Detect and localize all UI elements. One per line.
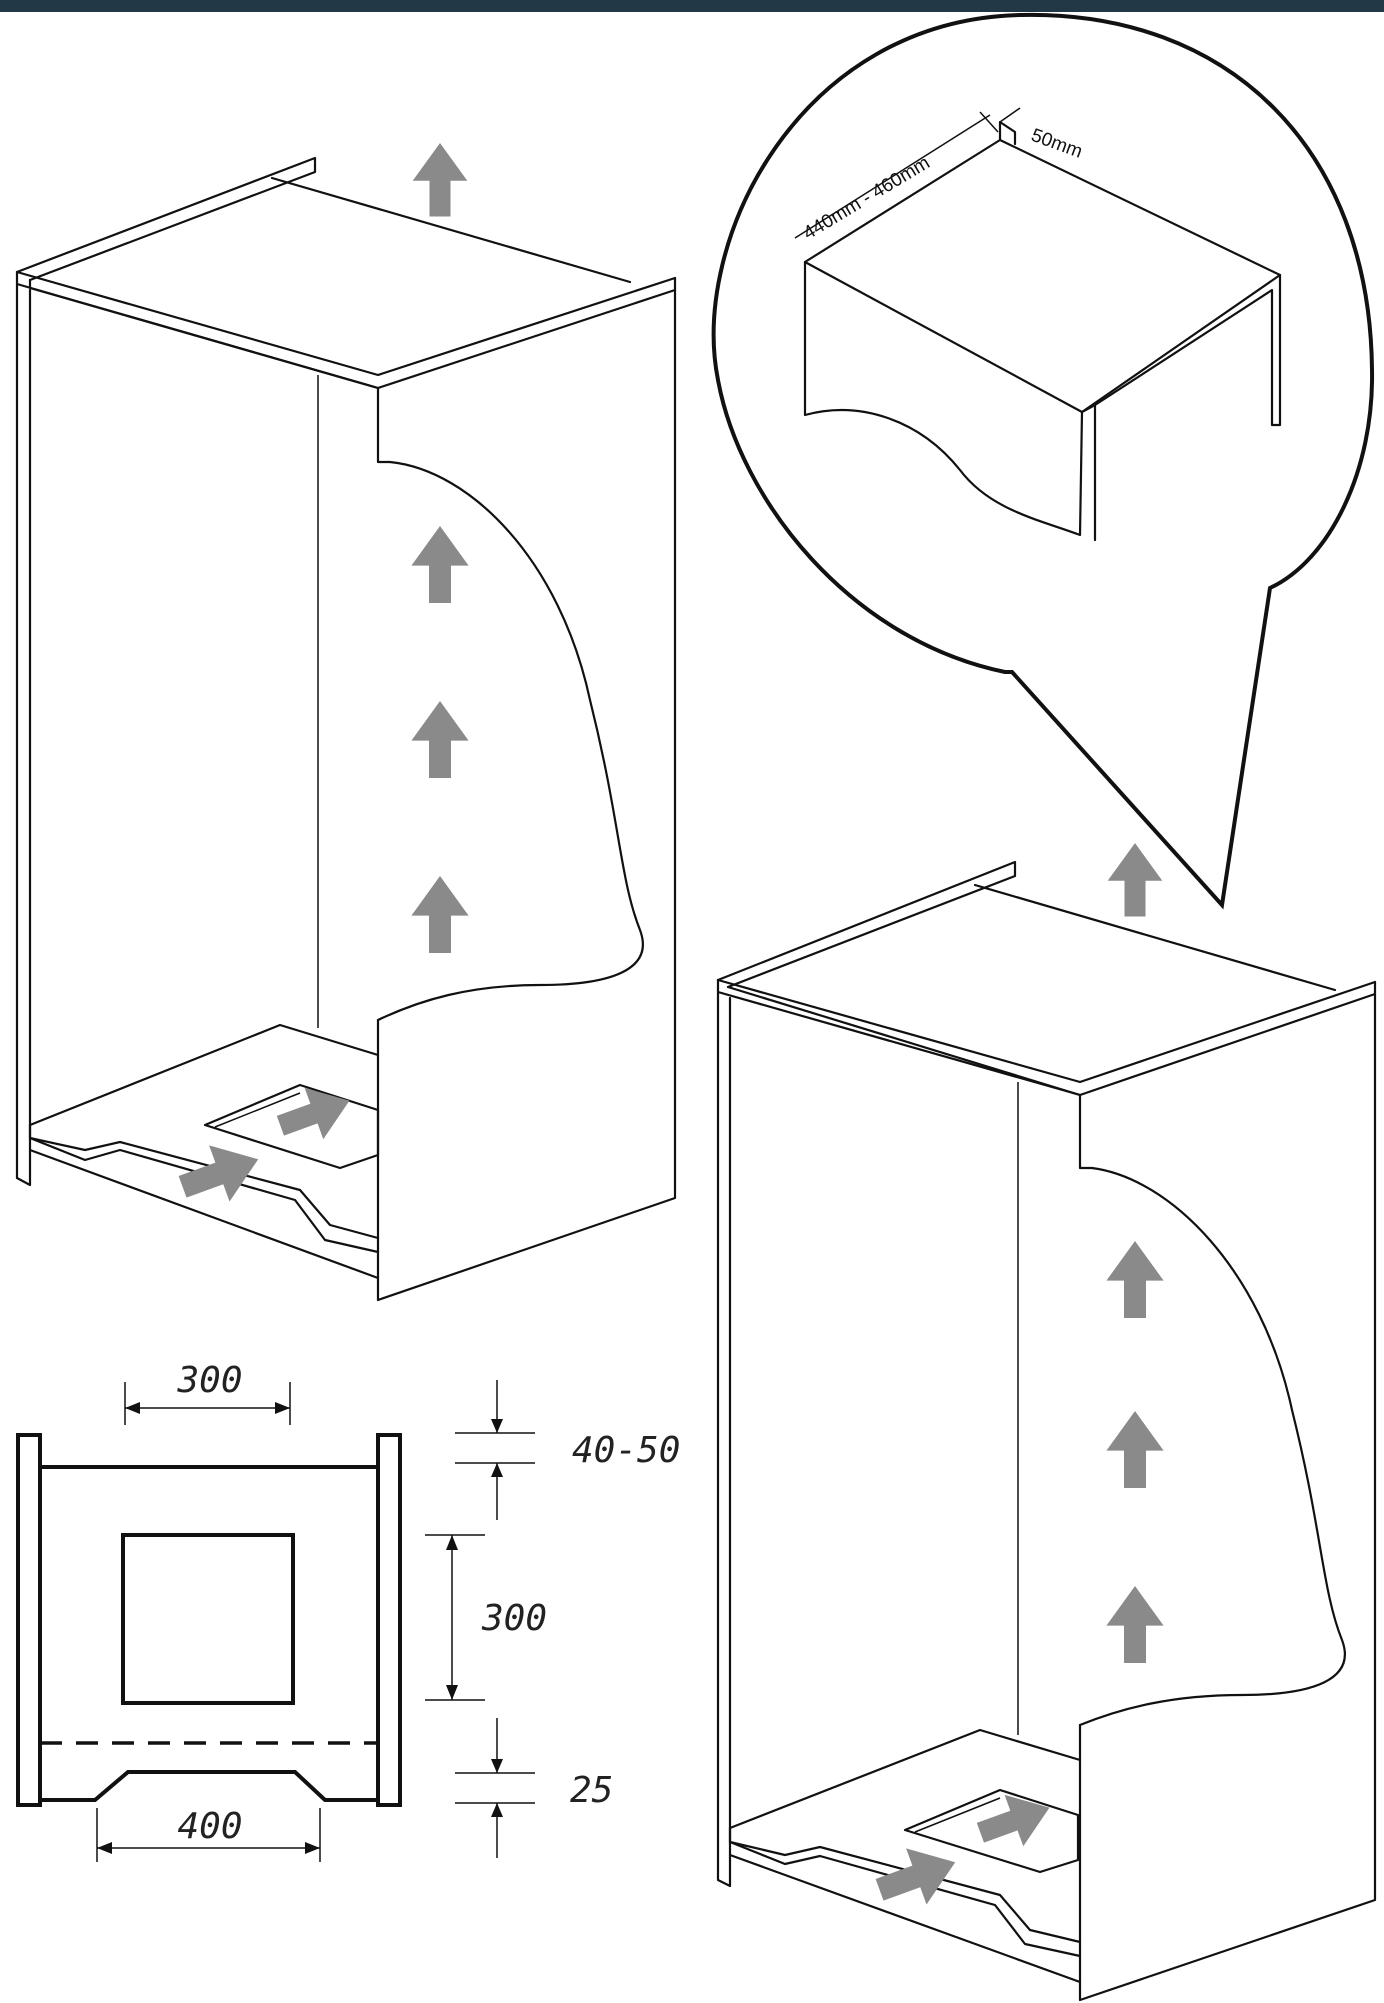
right-cabinet — [716, 860, 1377, 2002]
airflow-arrow-icon — [971, 1781, 1059, 1859]
depth-dimension-label: 440mm - 460mm — [800, 152, 934, 244]
airflow-arrow-icon — [1106, 1586, 1164, 1663]
front-plan-view: 300 40-50 300 25 400 — [16, 1360, 680, 1862]
top-bar — [0, 0, 1384, 12]
airflow-arrow-icon — [1106, 1241, 1164, 1318]
airflow-arrow-icon — [411, 526, 469, 603]
left-airflow-arrows — [172, 143, 469, 1215]
callout-bubble: 440mm - 460mm 50mm — [711, 12, 1375, 910]
airflow-arrow-icon — [172, 1131, 269, 1215]
airflow-arrow-icon — [869, 1834, 966, 1918]
airflow-arrow-icon — [1107, 843, 1163, 917]
plan-right-post — [376, 1433, 402, 1807]
plan-bottom-gap-label: 25 — [570, 1770, 613, 1811]
airflow-arrow-icon — [411, 701, 469, 778]
airflow-arrow-icon — [1106, 1411, 1164, 1488]
plan-vent-square — [121, 1533, 295, 1705]
left-cabinet — [15, 156, 677, 1302]
plan-top-width-label: 300 — [176, 1360, 242, 1401]
airflow-arrow-icon — [271, 1074, 359, 1152]
airflow-arrow-icon — [411, 876, 469, 953]
plan-bottom-width-label: 400 — [177, 1806, 242, 1847]
plan-vent-height-label: 300 — [481, 1598, 547, 1639]
airflow-arrow-icon — [412, 143, 468, 217]
plan-top-gap-label: 40-50 — [572, 1430, 680, 1471]
plan-left-post — [16, 1433, 42, 1807]
